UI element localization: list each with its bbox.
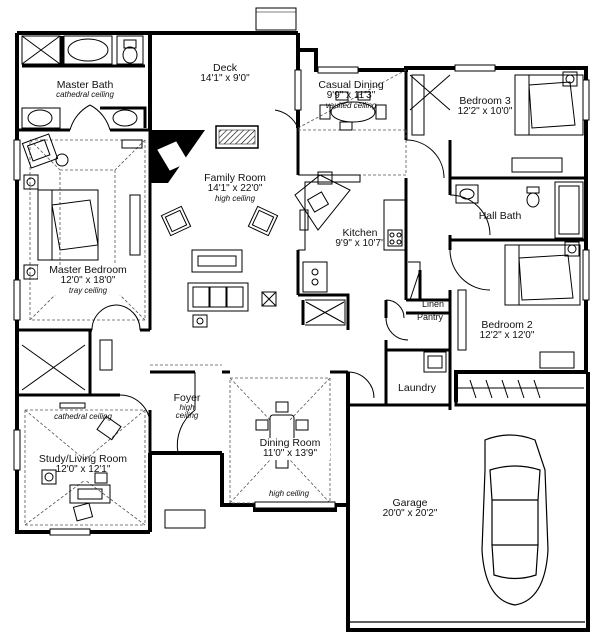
family-room-label: Family Room 14'1" x 22'0" high ceiling [195, 172, 275, 203]
master-bath-fixtures [21, 35, 144, 129]
room-dims: 9'9" x 10'7" [335, 238, 385, 250]
room-name: Master Bath [56, 79, 114, 91]
room-note: cathedral ceiling [54, 412, 112, 421]
linen-label: Linen [414, 299, 452, 309]
room-name: Family Room [204, 172, 266, 184]
room-dims: 14'1" x 9'0" [200, 73, 250, 85]
dining-room-label: Dining Room 11'0" x 13'9" [250, 437, 330, 460]
room-name: Foyer [173, 392, 201, 404]
room-note: high ceiling [214, 193, 256, 203]
room-name: Dining Room [259, 437, 321, 449]
closet-hangers [458, 379, 584, 399]
room-dims: 14'1" x 22'0" [207, 183, 263, 195]
interior-walls [15, 36, 586, 532]
room-note: high ceiling [268, 489, 310, 498]
casual-dining-table [319, 91, 387, 131]
room-note: tray ceiling [68, 285, 108, 295]
laundry-fixtures [408, 261, 447, 373]
garage-car [350, 434, 585, 623]
casual-dining-label: Casual Dining 9'9" x 11'3" vaulted ceili… [312, 79, 390, 110]
room-dims: 20'0" x 20'2" [382, 508, 438, 520]
room-note: ceiling [175, 411, 199, 421]
room-name: Hall Bath [478, 210, 522, 222]
study-ceiling-label: cathedral ceiling [38, 412, 128, 421]
bedroom3-furniture [409, 71, 584, 173]
deck-outline [215, 7, 297, 149]
room-note: cathedral ceiling [56, 90, 114, 100]
ceiling-lines [24, 69, 407, 526]
hall-bath-fixtures [455, 181, 584, 239]
room-name: Laundry [398, 382, 436, 394]
room-dims: 12'0" x 12'1" [55, 464, 111, 476]
hall-bath-label: Hall Bath [472, 210, 528, 222]
kitchen-fixtures [294, 171, 407, 326]
bedroom2-label: Bedroom 2 12'2" x 12'0" [470, 319, 544, 342]
bedroom3-label: Bedroom 3 12'2" x 10'0" [450, 95, 520, 118]
foyer-label: Foyer high ceiling [164, 392, 210, 421]
room-name: Master Bedroom [49, 264, 127, 276]
master-bedroom-label: Master Bedroom 12'0" x 18'0" tray ceilin… [38, 264, 138, 295]
room-note: vaulted ceiling [325, 100, 377, 110]
windows [13, 64, 590, 536]
kitchen-label: Kitchen 9'9" x 10'7" [325, 227, 395, 250]
study-furniture [41, 415, 122, 522]
room-dims: 11'0" x 13'9" [262, 448, 318, 460]
bedroom2-furniture [457, 241, 581, 369]
room-name: Kitchen [342, 227, 378, 239]
laundry-label: Laundry [392, 382, 442, 394]
room-name: Study/Living Room [38, 453, 128, 465]
deck-label: Deck 14'1" x 9'0" [190, 62, 260, 85]
master-bedroom-furniture [21, 133, 143, 391]
room-dims: 12'0" x 18'0" [60, 275, 116, 287]
room-name: Bedroom 3 [459, 95, 511, 107]
room-name: Pantry [416, 312, 443, 322]
dining-room-ceiling-label: high ceiling [254, 489, 324, 498]
room-note: high [179, 403, 195, 413]
garage-label: Garage 20'0" x 20'2" [372, 497, 448, 520]
room-dims: 9'9" x 11'3" [326, 90, 376, 102]
room-name: Garage [392, 497, 428, 509]
doors [69, 104, 491, 454]
room-name: Casual Dining [318, 79, 384, 91]
family-room-furniture [160, 205, 279, 328]
room-dims: 12'2" x 12'0" [479, 330, 535, 342]
room-name: Deck [213, 62, 237, 74]
room-dims: 12'2" x 10'0" [457, 106, 513, 118]
room-name: Linen [421, 299, 445, 309]
pantry-label: Pantry [410, 312, 450, 322]
study-label: Study/Living Room 12'0" x 12'1" [28, 453, 138, 476]
fireplace [150, 130, 205, 183]
room-name: Bedroom 2 [481, 319, 533, 331]
master-bath-label: Master Bath cathedral ceiling [40, 79, 130, 100]
